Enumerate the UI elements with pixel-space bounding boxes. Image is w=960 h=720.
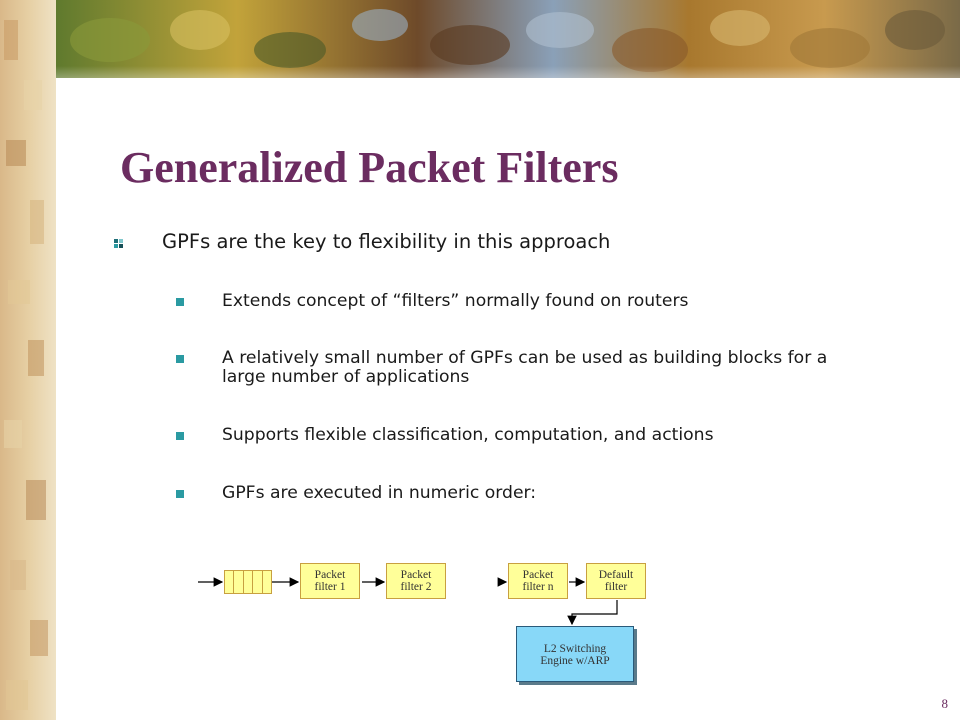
default-filter: Default filter <box>586 563 646 599</box>
page-number: 8 <box>941 696 949 711</box>
main-bullet-text: GPFs are the key to flexibility in this … <box>162 230 611 253</box>
slide-title: Generalized Packet Filters <box>120 143 619 192</box>
bullet-square-icon <box>176 490 184 498</box>
packet-filter-2: Packet filter 2 <box>386 563 446 599</box>
arrow-default-engine <box>567 600 618 626</box>
bullet-square-icon <box>114 239 124 249</box>
packet-queue <box>224 570 272 594</box>
sub-bullet-text: A relatively small number of GPFs can be… <box>222 348 828 387</box>
sub-bullet-text: Supports flexible classification, comput… <box>222 425 714 445</box>
packet-filter-1: Packet filter 1 <box>300 563 360 599</box>
sub-bullet-text: GPFs are executed in numeric order: <box>222 483 537 503</box>
bullet-square-icon <box>176 298 184 306</box>
bullet-square-icon <box>176 355 184 363</box>
l2-switching-engine: L2 Switching Engine w/ARP <box>516 626 634 682</box>
packet-filter-n: Packet filter n <box>508 563 568 599</box>
sub-bullet-text: Extends concept of “filters” normally fo… <box>222 291 689 311</box>
bullet-square-icon <box>176 432 184 440</box>
